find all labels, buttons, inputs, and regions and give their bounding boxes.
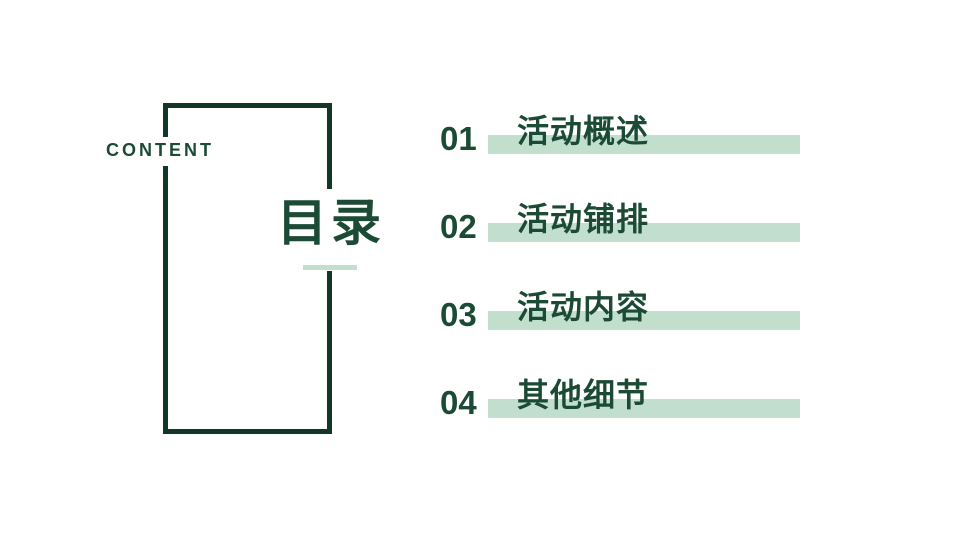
toc-item-2[interactable]: 02 活动铺排 xyxy=(440,200,810,245)
frame-left-edge-lower xyxy=(163,166,168,434)
highlight-bar xyxy=(488,135,800,154)
toc-item-4[interactable]: 04 其他细节 xyxy=(440,376,810,421)
frame-right-edge-upper xyxy=(327,103,332,189)
title-underline xyxy=(303,265,357,270)
toc-label: 活动内容 xyxy=(517,288,650,326)
frame-left-edge-upper xyxy=(163,103,168,137)
toc-item-1[interactable]: 01 活动概述 xyxy=(440,112,810,157)
toc-item-3[interactable]: 03 活动内容 xyxy=(440,288,810,333)
content-subtitle: CONTENT xyxy=(106,140,214,160)
frame-top-edge xyxy=(163,103,332,108)
highlight-bar xyxy=(488,311,800,330)
highlight-bar xyxy=(488,399,800,418)
frame-right-edge-lower xyxy=(327,271,332,434)
toc-label: 活动概述 xyxy=(517,112,650,150)
toc-label: 活动铺排 xyxy=(517,200,650,238)
page-title: 目录 xyxy=(277,193,385,252)
toc-number: 04 xyxy=(440,384,477,421)
frame-bottom-edge xyxy=(163,429,332,434)
toc-number: 02 xyxy=(440,208,477,245)
toc-number: 01 xyxy=(440,120,477,157)
toc-label: 其他细节 xyxy=(517,376,650,414)
toc-number: 03 xyxy=(440,296,477,333)
highlight-bar xyxy=(488,223,800,242)
